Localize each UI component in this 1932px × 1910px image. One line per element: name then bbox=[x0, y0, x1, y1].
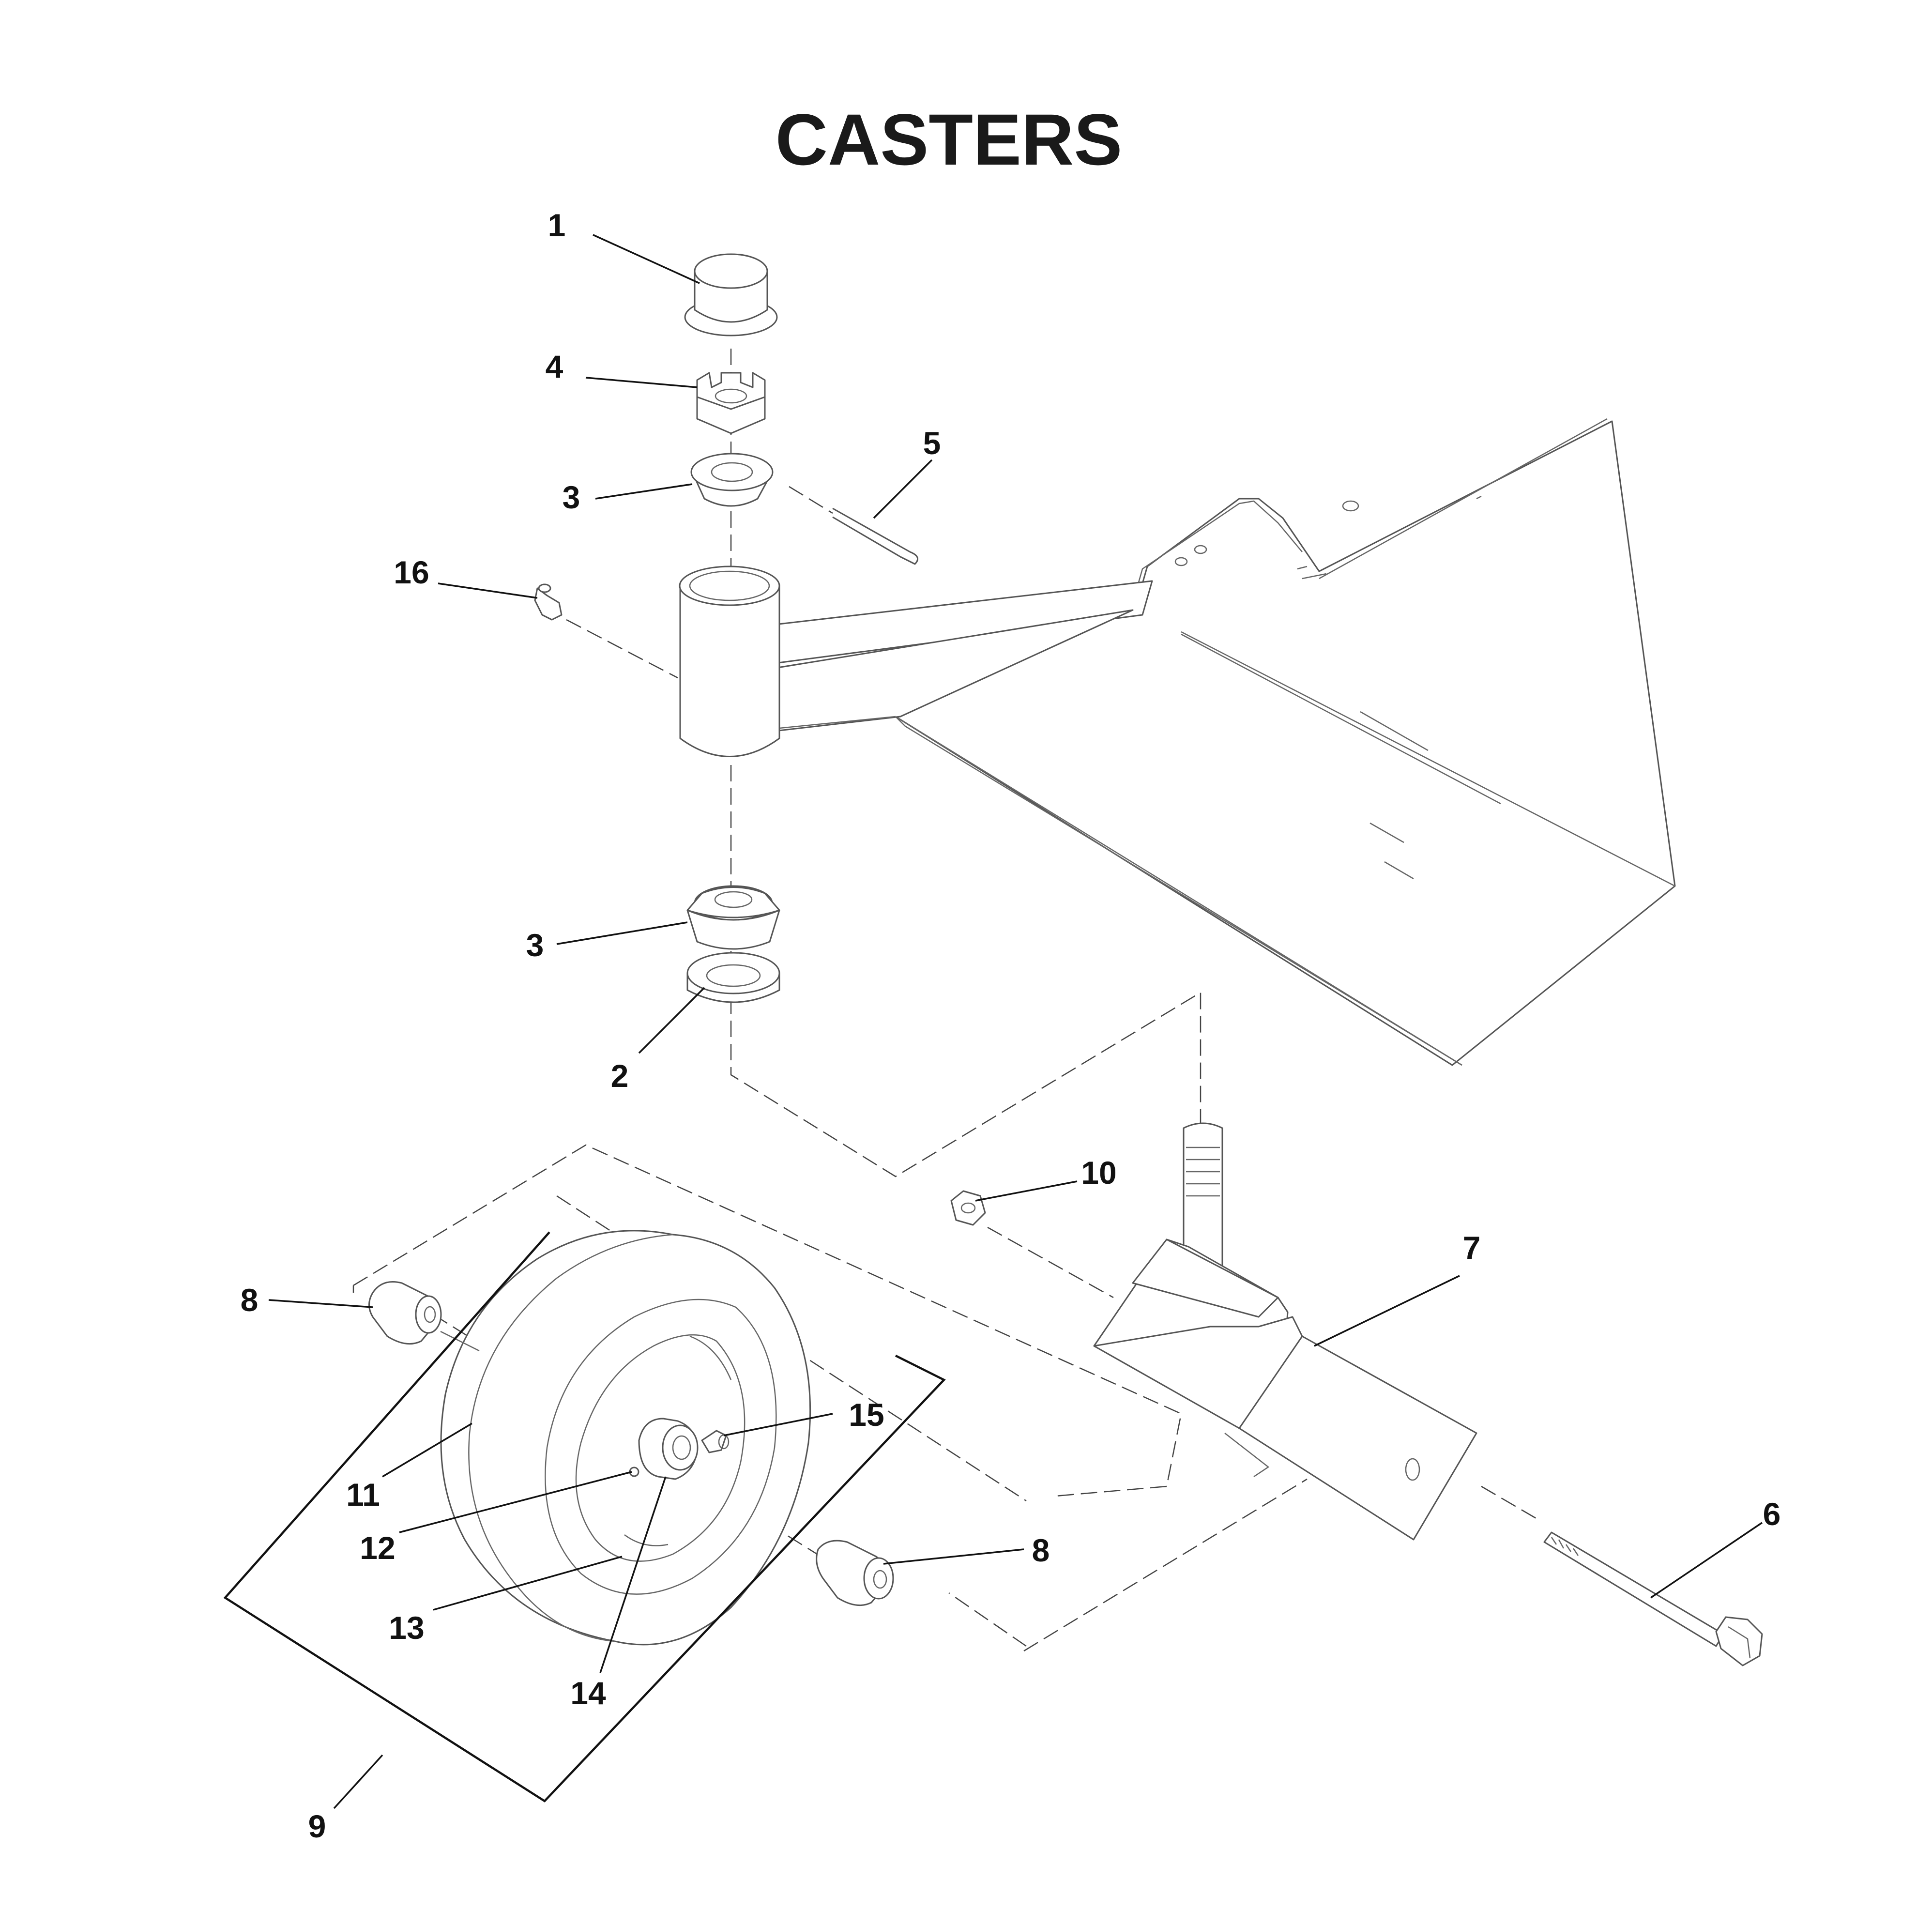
castle-nut bbox=[696, 372, 766, 434]
upper-bearing-cone bbox=[690, 453, 774, 507]
hex-nut bbox=[950, 1190, 1114, 1299]
callout-9: 9 bbox=[308, 1808, 326, 1844]
callout-5: 5 bbox=[923, 425, 941, 461]
callout-16: 16 bbox=[394, 554, 429, 590]
callout-4: 4 bbox=[546, 349, 563, 384]
callout-15: 15 bbox=[849, 1397, 884, 1433]
callout-8-left: 8 bbox=[241, 1282, 259, 1318]
callout-12: 12 bbox=[360, 1530, 395, 1566]
callout-labels: 1 4 3 5 16 3 2 10 7 8 15 11 8 6 12 13 14… bbox=[241, 207, 1781, 1844]
wheel-assembly bbox=[440, 1230, 811, 1646]
spacer-bushing-right bbox=[816, 1540, 894, 1606]
callout-3-lower: 3 bbox=[526, 927, 544, 963]
callout-13: 13 bbox=[389, 1610, 424, 1646]
dust-cap bbox=[684, 253, 778, 336]
callout-leaders bbox=[268, 234, 1763, 1809]
cotter-pin bbox=[789, 486, 919, 565]
page-title: CASTERS bbox=[776, 99, 1123, 180]
bearing-cup bbox=[686, 952, 780, 1003]
callout-6: 6 bbox=[1763, 1496, 1781, 1532]
callout-11: 11 bbox=[346, 1477, 380, 1513]
callout-1: 1 bbox=[548, 207, 566, 243]
spacer-bushing-left bbox=[368, 1281, 480, 1352]
callout-3-upper: 3 bbox=[563, 479, 580, 515]
mower-deck-frame bbox=[895, 418, 1676, 1066]
callout-8-right: 8 bbox=[1032, 1532, 1050, 1568]
callout-14: 14 bbox=[570, 1675, 606, 1711]
grease-fitting bbox=[534, 583, 678, 679]
caster-fork bbox=[1093, 1122, 1477, 1541]
callout-10: 10 bbox=[1081, 1155, 1116, 1191]
lower-bearing-cone bbox=[686, 885, 780, 950]
pivot-tube bbox=[679, 565, 780, 757]
callout-2: 2 bbox=[611, 1058, 629, 1094]
axle-bolt bbox=[1481, 1485, 1763, 1666]
callout-7: 7 bbox=[1463, 1230, 1481, 1266]
wheel-assembly-bracket bbox=[223, 1231, 946, 1803]
